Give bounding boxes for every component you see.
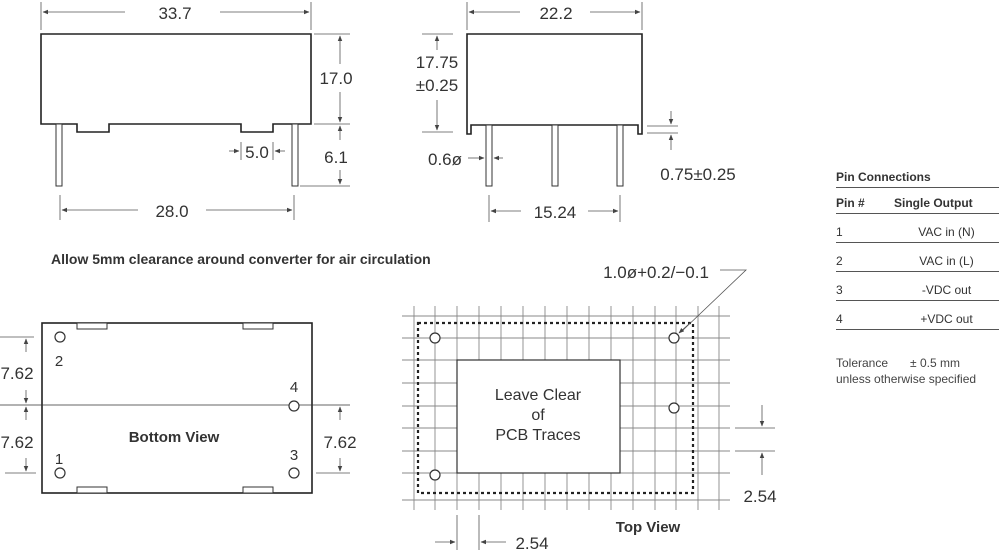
pin-number: 4: [836, 312, 843, 326]
keepout-area: [456, 359, 621, 474]
pin-connections-title: Pin Connections: [836, 170, 999, 188]
clearance-note: Allow 5mm clearance around converter for…: [51, 251, 431, 267]
top-view: Leave Clear of PCB Traces 1.0ø+0.2/−0.1 …: [402, 263, 777, 553]
hole-pin-4: [668, 332, 680, 344]
pin-function: +VDC out: [920, 312, 973, 326]
converter-body-bottom: [41, 322, 313, 494]
end-height-dim: 17.75: [416, 53, 459, 72]
pin-length-dim: 6.1: [324, 148, 348, 167]
side-view: 33.7 17.0 6.1 5.0 28.0: [40, 2, 353, 221]
end-pin-2: [551, 124, 559, 187]
side-height-dim: 17.0: [319, 69, 352, 88]
table-row: 2 VAC in (L): [836, 243, 999, 272]
pin-number: 2: [836, 254, 843, 268]
tolerance-value: ± 0.5 mm: [910, 356, 960, 370]
keepout-line1: Leave Clear: [495, 387, 582, 404]
standoff-dim: 0.75±0.25: [660, 165, 736, 184]
standoff-width-dim: 5.0: [245, 143, 269, 162]
footprint-outline: [416, 321, 695, 495]
keepout-line2: of: [531, 407, 545, 424]
pin-function: -VDC out: [921, 283, 972, 297]
grid-pitch-x-dim: 2.54: [515, 534, 548, 553]
pin-1-marker: [54, 467, 66, 479]
bottom-view: 2 1 4 3 Bottom View 7.62 7.62 7.62: [0, 322, 357, 494]
pin-1-label: 1: [55, 451, 63, 468]
bottom-view-label: Bottom View: [129, 429, 220, 446]
pin-span-dim: 28.0: [155, 202, 188, 221]
table-header: Pin # Single Output: [836, 188, 999, 214]
keepout-line3: PCB Traces: [495, 427, 580, 444]
end-pin-3: [616, 124, 624, 187]
header-pin: Pin #: [836, 196, 865, 210]
side-width-dim: 33.7: [158, 4, 191, 23]
end-pin-1: [485, 124, 493, 187]
pin-4-label: 4: [290, 379, 298, 396]
pin-2-label: 2: [55, 353, 63, 370]
end-width-dim: 22.2: [539, 4, 572, 23]
pin-3-marker: [288, 467, 300, 479]
pin-diameter-dim: 0.6ø: [428, 150, 462, 169]
tolerance-label: Tolerance: [836, 356, 889, 370]
pin-2-marker: [54, 331, 66, 343]
pin-function: VAC in (L): [919, 254, 974, 268]
tolerance-note: Tolerance ± 0.5 mm unless otherwise speci…: [836, 355, 976, 387]
end-height-tol: ±0.25: [416, 76, 458, 95]
tolerance-qualifier: unless otherwise specified: [836, 372, 977, 386]
converter-body-end: [466, 33, 643, 135]
pin-number: 1: [836, 225, 843, 239]
hole-pin-2: [429, 332, 441, 344]
end-view: 22.2 17.75 ±0.25 0.6ø 0.75±0.25 15.24: [416, 2, 736, 222]
pitch-right-dim: 7.62: [323, 433, 356, 452]
table-row: 4 +VDC out: [836, 301, 999, 330]
header-output: Single Output: [894, 196, 973, 210]
pin-connections-table: Pin Connections Pin # Single Output 1 VA…: [836, 170, 999, 330]
table-row: 1 VAC in (N): [836, 214, 999, 243]
pin-right: [291, 123, 299, 187]
hole-pin-3: [668, 402, 680, 414]
top-view-label: Top View: [616, 519, 681, 536]
end-pin-span-dim: 15.24: [534, 203, 577, 222]
pitch-lower-dim: 7.62: [0, 433, 33, 452]
pin-function: VAC in (N): [918, 225, 975, 239]
converter-body-side: [40, 33, 312, 133]
hole-spec: 1.0ø+0.2/−0.1: [603, 263, 709, 282]
table-row: 3 -VDC out: [836, 272, 999, 301]
hole-pin-1: [429, 469, 441, 481]
pin-3-label: 3: [290, 447, 298, 464]
grid-pitch-y-dim: 2.54: [743, 487, 776, 506]
pin-left: [55, 123, 63, 187]
pitch-upper-dim: 7.62: [0, 364, 33, 383]
pin-4-marker: [288, 400, 300, 412]
pin-number: 3: [836, 283, 843, 297]
